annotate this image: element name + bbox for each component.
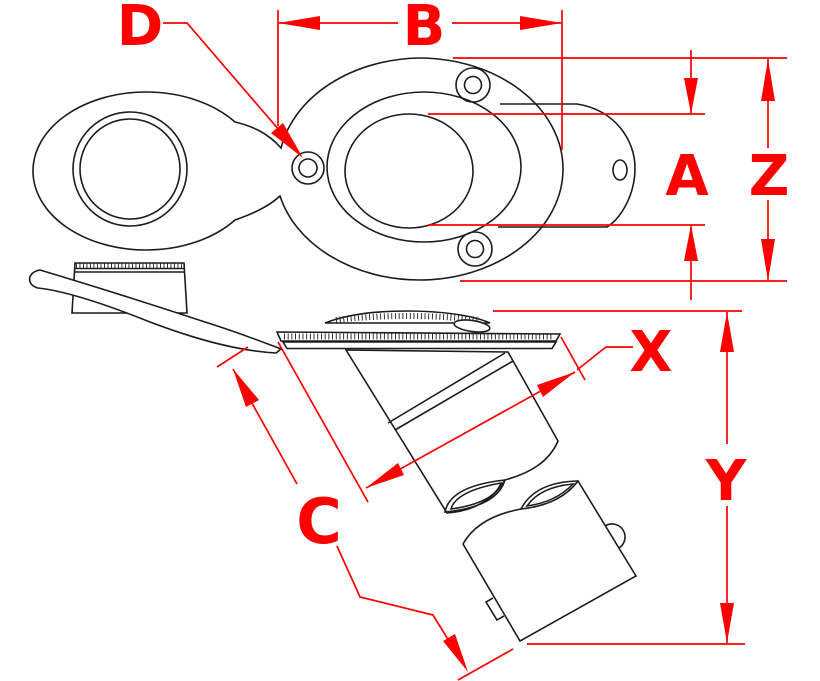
collar-vent-hole: [453, 319, 491, 333]
collar-knurl-ticks: [335, 313, 481, 323]
flange-gasket-side: [281, 341, 558, 350]
cap-mouth-rim-outer: [520, 480, 579, 510]
screw-hole-bottom-outer: [457, 231, 493, 267]
side-view: [28, 262, 638, 643]
dimension-C-arrowhead-top: [233, 369, 259, 407]
dimension-X-arrowhead-right: [537, 372, 575, 397]
dimension-A: A: [428, 50, 709, 300]
dimension-label-Y: Y: [705, 449, 748, 514]
dimension-Z-arrowhead-top: [761, 59, 775, 101]
dimension-B: B: [277, 0, 563, 150]
top-view: [32, 57, 636, 281]
neck-thread-line-2: [394, 360, 514, 431]
dimension-C-ext-top: [216, 346, 249, 368]
neck-mouth-rim-inner: [449, 481, 503, 510]
small-hole-inner: [298, 158, 318, 178]
screw-hole-bottom-inner: [465, 239, 485, 259]
dimension-X-ext-left: [277, 341, 369, 503]
dimension-A-arrowhead-top: [684, 78, 698, 114]
dimension-label-Z: Z: [749, 144, 790, 209]
cap-ring-inner: [79, 118, 181, 220]
dimension-label-D: D: [117, 0, 163, 59]
small-hole-outer: [291, 151, 325, 185]
spout-hole: [612, 159, 628, 181]
dimension-C-leader: [336, 545, 463, 663]
neck-tube-outline: [344, 349, 559, 514]
cap-right-lug: [604, 523, 626, 549]
flange-ring: [326, 91, 522, 243]
dimension-C-arrowhead-bottom: [443, 634, 468, 672]
dimension-D-arrowhead: [271, 123, 303, 158]
dimension-B-arrowhead-left: [278, 16, 320, 30]
dimension-Y-arrowhead-bottom: [720, 603, 734, 643]
dimension-Y: Y: [493, 310, 748, 645]
cap-ring-outer: [72, 111, 188, 227]
neck-mouth-rim-outer: [444, 479, 507, 513]
dimension-C: C: [216, 346, 514, 681]
bottom-cap-outline: [462, 479, 638, 643]
dimension-X-ext-right: [560, 336, 586, 381]
dimension-D: D: [117, 0, 303, 158]
dimension-label-X: X: [629, 320, 672, 385]
neck-thread-line-1: [387, 352, 506, 424]
screw-hole-top-inner: [463, 75, 483, 95]
dimension-label-A: A: [665, 144, 709, 209]
dimension-label-B: B: [403, 0, 446, 59]
dimension-D-leader: [163, 22, 299, 153]
cap-mouth-rim-inner: [525, 483, 576, 508]
screw-hole-top-outer: [455, 67, 491, 103]
dimension-B-arrowhead-right: [520, 16, 562, 30]
cap-left-lug: [484, 597, 505, 622]
dimension-C-ext-bottom: [457, 648, 514, 681]
side-spout-outline: [498, 103, 636, 228]
dimension-Z-arrowhead-bottom: [761, 239, 775, 281]
dimension-X-arrowhead-left: [366, 463, 404, 488]
dimension-X: X: [277, 320, 673, 503]
dimension-Y-arrowhead-top: [720, 312, 734, 352]
dimension-Z: Z: [453, 57, 790, 282]
dimension-A-arrowhead-bottom: [684, 225, 698, 261]
dimension-X-leader: [576, 346, 633, 371]
dimension-label-C: C: [296, 485, 342, 558]
fill-opening: [344, 113, 474, 229]
